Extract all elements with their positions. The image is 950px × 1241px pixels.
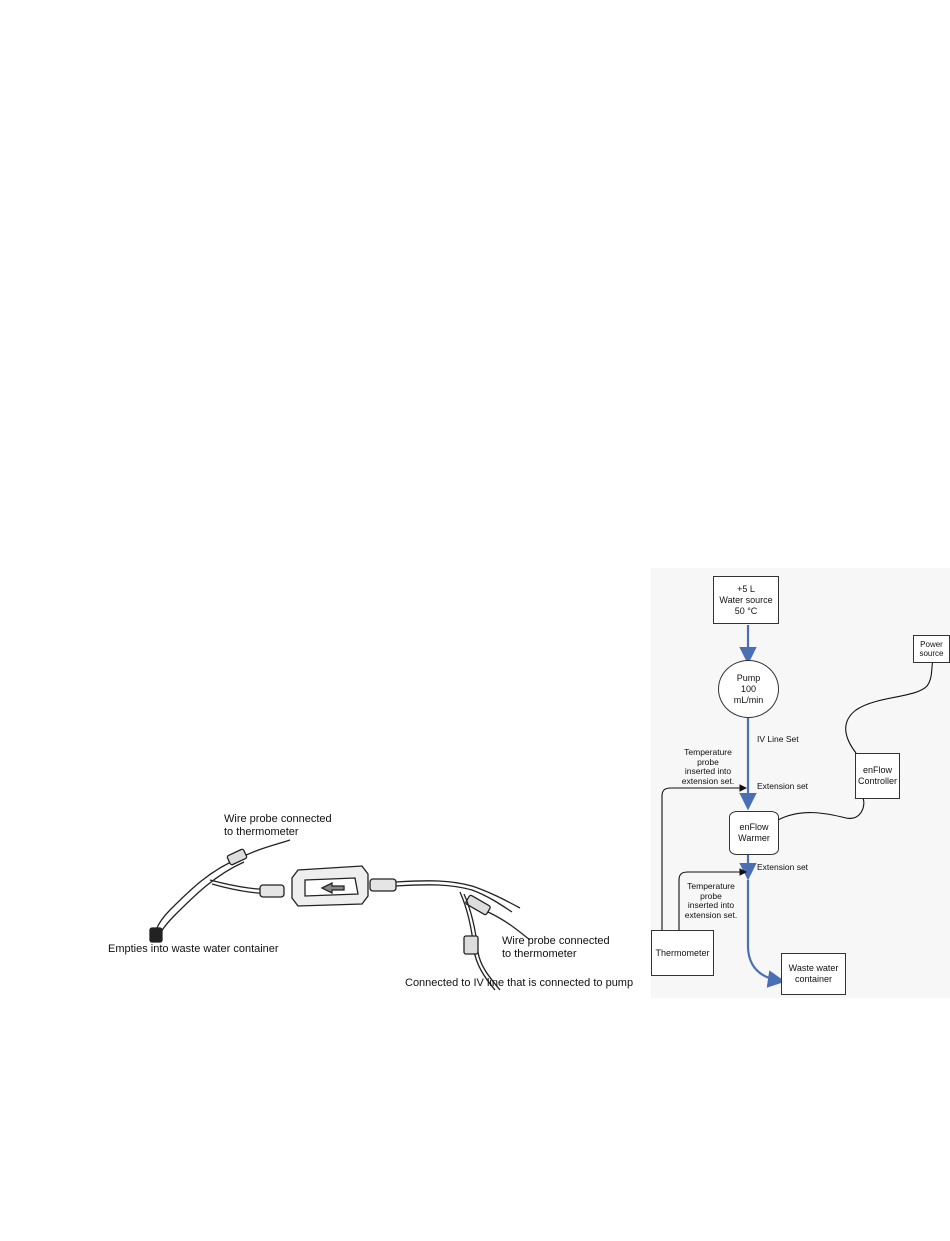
waste-label-1: Waste water bbox=[788, 963, 839, 973]
power-label-1: Power bbox=[920, 640, 943, 649]
cartridge-drawing bbox=[149, 839, 531, 991]
flow-arrow-mark bbox=[320, 881, 345, 895]
wire-probe-top bbox=[239, 839, 291, 859]
wire-probe-bottom bbox=[487, 911, 531, 941]
pump-circle: Pump 100 mL/min bbox=[718, 660, 779, 718]
water-source-volume: +5 L bbox=[737, 583, 755, 594]
water-source-box: +5 L Water source 50 °C bbox=[713, 576, 779, 624]
pump-unit: mL/min bbox=[733, 694, 764, 705]
warmer-label-1: enFlow bbox=[739, 822, 769, 832]
flow-schematic: +5 L Water source 50 °C Pump 100 mL/min … bbox=[651, 568, 950, 998]
label-probe-lower: Temperature probe inserted into extensio… bbox=[684, 881, 738, 920]
flow-to-waste bbox=[746, 880, 786, 988]
label-extension-upper: Extension set bbox=[757, 781, 809, 791]
label-probe-bottom-1: Wire probe connected bbox=[502, 935, 610, 947]
left-luer bbox=[259, 884, 285, 898]
label-probe-top-2: to thermometer bbox=[224, 826, 299, 838]
label-extension-lower: Extension set bbox=[757, 862, 809, 872]
controller-label-2: Controller bbox=[857, 776, 897, 786]
power-source-box: Power source bbox=[913, 635, 950, 663]
warmer-cylinder: enFlow Warmer bbox=[729, 811, 779, 855]
thermometer-box: Thermometer bbox=[651, 930, 714, 976]
thermometer-label: Thermometer bbox=[655, 947, 710, 958]
tube-to-waste-1 bbox=[155, 857, 241, 931]
water-source-temp: 50 °C bbox=[734, 605, 758, 616]
label-iv-line: Connected to IV line that is connected t… bbox=[405, 977, 634, 989]
probe-connector-top bbox=[226, 848, 248, 866]
controller-label-1: enFlow bbox=[862, 765, 892, 775]
label-waste: Empties into waste water container bbox=[108, 943, 279, 955]
probe-line-lower bbox=[678, 868, 748, 930]
tube-to-waste-2 bbox=[159, 861, 245, 935]
warmer-label-2: Warmer bbox=[738, 833, 770, 843]
probe-connector-right bbox=[465, 894, 491, 916]
water-source-label: Water source bbox=[719, 594, 773, 605]
pump-label: Pump bbox=[736, 672, 761, 683]
controller-power-cable bbox=[845, 659, 934, 754]
label-iv-line-set: IV Line Set bbox=[757, 734, 799, 744]
waste-container-box: Waste water container bbox=[781, 953, 846, 995]
label-probe-top-1: Wire probe connected bbox=[224, 813, 332, 825]
warmer-controller-cable bbox=[777, 797, 865, 821]
right-luer bbox=[369, 878, 397, 892]
waste-label-2: container bbox=[794, 974, 833, 984]
warmer-cartridge-illustration: Wire probe connected to thermometer Empt… bbox=[100, 800, 633, 1000]
probe-line-upper bbox=[661, 784, 748, 930]
iv-connector bbox=[463, 935, 479, 955]
pump-rate: 100 bbox=[740, 683, 757, 694]
controller-box: enFlow Controller bbox=[855, 753, 900, 799]
waste-end-connector bbox=[149, 927, 163, 943]
label-probe-bottom-2: to thermometer bbox=[502, 948, 577, 960]
power-label-2: source bbox=[919, 649, 944, 658]
label-probe-upper: Temperature probe inserted into extensio… bbox=[681, 747, 735, 786]
